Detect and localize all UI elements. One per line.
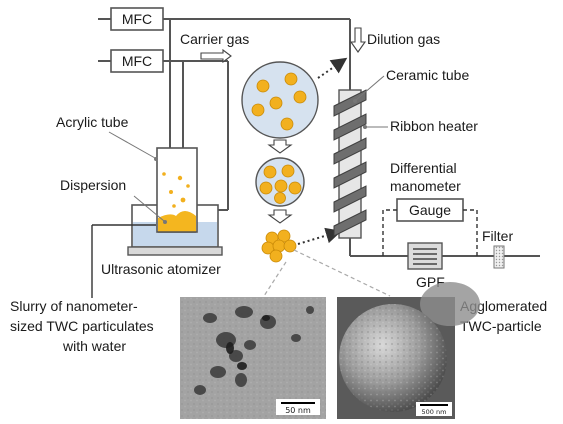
slurry-label-line2: sized TWC particulates — [10, 318, 154, 334]
dotted-arrow-to-tube — [317, 57, 348, 79]
dotted-arrow-from-tube — [297, 227, 342, 245]
slurry-label-line3: with water — [62, 338, 126, 354]
mfc-mid-box — [110, 49, 164, 73]
mist-droplet — [162, 172, 166, 176]
acrylic-tube-leader — [108, 131, 156, 159]
zoom-line-right — [293, 249, 391, 297]
zoom-line-left — [263, 261, 287, 297]
mfc-mid-label: MFC — [122, 53, 152, 69]
ribbon-heater — [333, 89, 367, 237]
dispersion-liquid — [158, 211, 196, 232]
agglomerated-particle-cluster — [261, 229, 297, 263]
gpf-channels — [413, 248, 437, 265]
ceramic-tube-label: Ceramic tube — [386, 67, 469, 83]
slurry-label-line1: Slurry of nanometer- — [10, 298, 138, 314]
mist-droplet — [177, 175, 183, 181]
agglomerated-label-line2: TWC-particle — [460, 318, 542, 334]
sem-image: 500 nm — [337, 282, 480, 419]
ribbon-heater-label: Ribbon heater — [390, 118, 478, 134]
ceramic-tube-leader — [355, 75, 385, 101]
mist-droplet — [169, 190, 173, 194]
agglomerated-label-line1: Agglomerated — [460, 298, 547, 314]
carrier-gas-arrow — [200, 48, 232, 64]
dilution-gas-label: Dilution gas — [367, 31, 440, 47]
mfc-top-box — [110, 7, 164, 31]
gauge-line-left — [382, 209, 397, 256]
tem-scale-label: 50 nm — [285, 406, 311, 415]
shrink-arrow-1 — [267, 139, 293, 154]
sem-scale-label: 500 nm — [422, 408, 447, 416]
gauge-line-right — [463, 209, 478, 256]
filter-label: Filter — [482, 228, 513, 244]
mfc-top-label: MFC — [122, 11, 152, 27]
mist-droplet — [172, 204, 176, 208]
leader-dot — [154, 157, 158, 161]
gauge-label: Gauge — [409, 202, 451, 218]
shrink-arrow-2 — [267, 209, 293, 224]
differential-label-line2: manometer — [390, 178, 461, 194]
leader-dot — [353, 99, 357, 103]
droplet-medium-particles — [259, 164, 302, 204]
dilution-gas-arrow — [349, 27, 367, 53]
dispersion-label: Dispersion — [60, 177, 126, 193]
acrylic-tube-label: Acrylic tube — [56, 114, 129, 130]
dispersion-leader — [133, 195, 165, 222]
leader-dot — [363, 125, 367, 129]
atomizer-base — [127, 246, 223, 256]
leader-dot — [163, 220, 167, 224]
gpf-body — [407, 242, 443, 270]
ultrasonic-atomizer-label: Ultrasonic atomizer — [101, 261, 221, 277]
tem-image: 50 nm — [180, 297, 326, 419]
mist-droplet — [180, 197, 186, 203]
filter-element — [493, 245, 505, 269]
differential-label-line1: Differential — [390, 160, 457, 176]
droplet-large-particles — [251, 72, 307, 131]
mist-droplet — [186, 184, 190, 188]
carrier-gas-label: Carrier gas — [180, 31, 249, 47]
